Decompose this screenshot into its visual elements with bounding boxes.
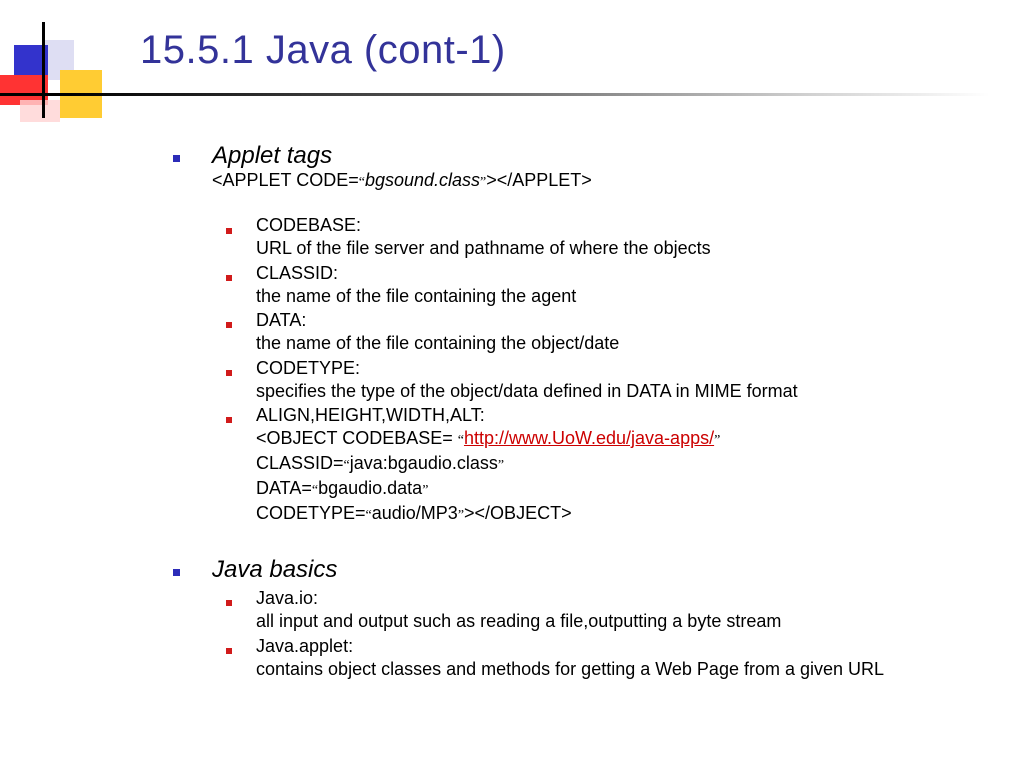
close-quote: ” bbox=[714, 433, 721, 448]
section-applet-tags: Applet tags <APPLET CODE=“bgsound.class”… bbox=[212, 142, 592, 193]
item-label: CODEBASE: bbox=[256, 215, 362, 235]
section-heading: Java basics bbox=[212, 556, 338, 583]
decorative-vertical-line bbox=[42, 22, 45, 118]
item-label: CODETYPE: bbox=[256, 358, 361, 378]
decorative-corner-graphic bbox=[0, 0, 110, 125]
open-quote: “ bbox=[358, 175, 365, 190]
list-item: Java.applet: contains object classes and… bbox=[256, 635, 884, 681]
close-quote: ” bbox=[422, 483, 429, 498]
section-heading: Applet tags bbox=[212, 142, 333, 169]
list-item-object-example: ALIGN,HEIGHT,WIDTH,ALT: <OBJECT CODEBASE… bbox=[256, 404, 720, 527]
list-item: DATA: the name of the file containing th… bbox=[256, 309, 619, 355]
object-codebase-line: <OBJECT CODEBASE= “http://www.UoW.edu/ja… bbox=[256, 427, 720, 452]
pink-square bbox=[20, 100, 60, 122]
object-data-line: DATA=“bgaudio.data” bbox=[256, 477, 720, 502]
applet-suffix: ></APPLET> bbox=[486, 170, 592, 190]
item-label: Java.applet: bbox=[256, 636, 354, 656]
item-description: specifies the type of the object/data de… bbox=[256, 381, 798, 401]
slide-title: 15.5.1 Java (cont-1) bbox=[140, 28, 506, 72]
list-item: Java.io: all input and output such as re… bbox=[256, 587, 781, 633]
item-description: all input and output such as reading a f… bbox=[256, 611, 782, 631]
applet-code: bgsound.class bbox=[364, 170, 481, 190]
item-bullet bbox=[226, 370, 232, 376]
codetype-value: audio/MP3 bbox=[371, 503, 458, 523]
item-bullet bbox=[226, 228, 232, 234]
applet-example-line: <APPLET CODE=“bgsound.class”></APPLET> bbox=[212, 170, 592, 193]
list-item: CODETYPE: specifies the type of the obje… bbox=[256, 357, 798, 403]
open-quote: “ bbox=[457, 433, 464, 448]
classid-value: java:bgaudio.class bbox=[349, 453, 498, 473]
object-codetype-line: CODETYPE=“audio/MP3”></OBJECT> bbox=[256, 502, 720, 527]
item-description: the name of the file containing the agen… bbox=[256, 286, 577, 306]
object-prefix: <OBJECT CODEBASE= bbox=[256, 428, 458, 448]
item-bullet bbox=[226, 322, 232, 328]
codetype-prefix: CODETYPE= bbox=[256, 503, 366, 523]
item-label: DATA: bbox=[256, 310, 307, 330]
open-quote: “ bbox=[343, 458, 350, 473]
open-quote: “ bbox=[311, 483, 319, 498]
section-bullet bbox=[173, 155, 180, 162]
object-suffix: ></OBJECT> bbox=[464, 503, 572, 523]
close-quote: ” bbox=[457, 508, 465, 523]
item-bullet bbox=[226, 275, 232, 281]
title-underline bbox=[70, 93, 990, 96]
item-label: CLASSID: bbox=[256, 263, 339, 283]
item-bullet bbox=[226, 600, 232, 606]
codebase-url-link[interactable]: http://www.UoW.edu/java-apps/ bbox=[463, 428, 715, 448]
section-bullet bbox=[173, 569, 180, 576]
close-quote: ” bbox=[480, 175, 487, 190]
list-item: CLASSID: the name of the file containing… bbox=[256, 262, 576, 308]
item-label: ALIGN,HEIGHT,WIDTH,ALT: bbox=[256, 405, 485, 425]
item-description: URL of the file server and pathname of w… bbox=[256, 238, 711, 258]
open-quote: “ bbox=[365, 508, 372, 523]
item-bullet bbox=[226, 417, 232, 423]
data-value: bgaudio.data bbox=[318, 478, 423, 498]
data-prefix: DATA= bbox=[256, 478, 312, 498]
classid-prefix: CLASSID= bbox=[256, 453, 344, 473]
decorative-horizontal-line bbox=[0, 93, 110, 96]
item-description: contains object classes and methods for … bbox=[256, 659, 885, 679]
object-classid-line: CLASSID=“java:bgaudio.class” bbox=[256, 452, 720, 477]
close-quote: ” bbox=[497, 458, 505, 473]
item-description: the name of the file containing the obje… bbox=[256, 333, 620, 353]
applet-prefix: <APPLET CODE= bbox=[212, 170, 359, 190]
item-bullet bbox=[226, 648, 232, 654]
list-item: CODEBASE: URL of the file server and pat… bbox=[256, 214, 711, 260]
section-java-basics: Java basics bbox=[212, 556, 337, 584]
item-label: Java.io: bbox=[256, 588, 319, 608]
